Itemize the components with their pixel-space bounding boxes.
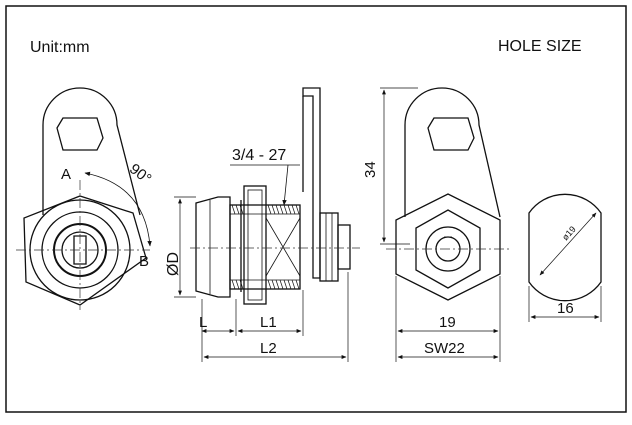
thread-tick xyxy=(295,204,300,215)
drawing-border xyxy=(5,5,627,413)
hole-profile xyxy=(528,193,602,302)
thread-tick xyxy=(295,279,300,290)
thread-tick xyxy=(267,204,272,215)
thread-tick xyxy=(279,204,284,215)
thread-tick xyxy=(231,279,236,290)
thread-tick xyxy=(271,204,276,215)
thread-tick xyxy=(235,279,240,290)
front-view: A B 90° xyxy=(16,87,154,310)
label-b: B xyxy=(139,253,149,270)
rear-view: 34 19 SW22 xyxy=(362,87,510,362)
thread-tick xyxy=(287,204,292,215)
side-threaded-body xyxy=(229,204,301,290)
hole-view: ø19 16 xyxy=(528,193,602,322)
hole-diameter-line xyxy=(539,212,597,276)
rear-cam-slot xyxy=(427,117,475,151)
thread-tick xyxy=(275,279,280,290)
thread-leader xyxy=(282,164,289,206)
rotation-arrow xyxy=(84,171,152,247)
dim-l1-label: L1 xyxy=(260,314,277,331)
side-rear-screw xyxy=(337,224,351,270)
side-cam-plate xyxy=(302,87,321,279)
thread-tick xyxy=(283,204,288,215)
front-keyway xyxy=(73,235,87,265)
thread-tick xyxy=(271,279,276,290)
thread-tick xyxy=(279,279,284,290)
thread-tick xyxy=(283,279,288,290)
front-cam-outline xyxy=(42,87,141,216)
height-dim-label: 34 xyxy=(362,161,379,178)
thread-tick xyxy=(235,204,240,215)
rear-hex-outline xyxy=(395,193,501,301)
thread-tick xyxy=(287,279,292,290)
diameter-label: ØD xyxy=(165,252,182,276)
thread-spec-label: 3/4 - 27 xyxy=(232,147,286,164)
side-rear-nut xyxy=(319,212,339,282)
side-hex-nut-inner xyxy=(247,189,263,301)
label-a: A xyxy=(61,166,71,183)
rear-hex-nut xyxy=(415,209,481,289)
unit-label: Unit:mm xyxy=(30,39,90,56)
thread-tick xyxy=(231,204,236,215)
front-cam-slot xyxy=(56,117,104,151)
side-thread-hatching xyxy=(230,204,300,290)
hole-diameter-label: ø19 xyxy=(560,224,578,242)
thread-tick xyxy=(291,279,296,290)
thread-tick xyxy=(291,204,296,215)
side-head-flange xyxy=(195,196,231,298)
thread-tick xyxy=(275,204,280,215)
width-dim-label: 19 xyxy=(439,314,456,331)
side-cross-2 xyxy=(265,217,301,277)
side-view: 3/4 - 27 ØD L L1 L2 xyxy=(165,87,360,362)
thread-tick xyxy=(267,279,272,290)
flat-width-label: 16 xyxy=(557,300,574,317)
wrench-size-label: SW22 xyxy=(424,340,465,357)
side-hex-nut xyxy=(243,185,267,305)
dim-l2-label: L2 xyxy=(260,340,277,357)
rear-cam-outline xyxy=(404,87,501,218)
hole-size-label: HOLE SIZE xyxy=(498,38,582,55)
dim-l-label: L xyxy=(199,314,207,331)
rotation-angle-label: 90° xyxy=(126,160,154,187)
